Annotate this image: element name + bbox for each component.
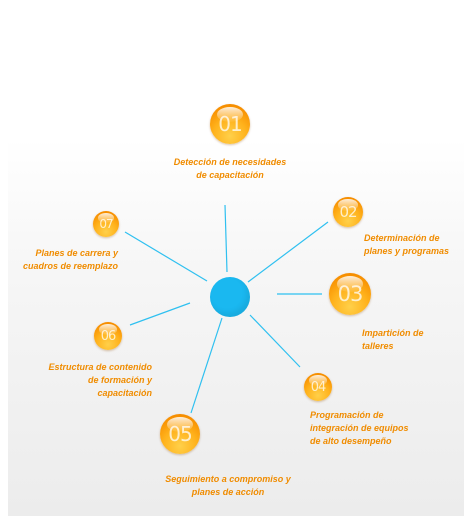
step-badge-02: 02 <box>333 197 363 227</box>
step-number-06: 06 <box>100 328 117 344</box>
step-label-01: Detección de necesidades de capacitación <box>173 157 287 180</box>
step-number-03: 03 <box>337 282 364 306</box>
step-label-04: Programación de integración de equipos d… <box>310 410 409 446</box>
step-badge-04: 04 <box>304 373 332 401</box>
step-number-04: 04 <box>310 379 327 395</box>
step-badge-01: 01 <box>210 104 250 144</box>
connector-02 <box>247 221 329 283</box>
connector-05 <box>190 317 223 414</box>
step-label-06: Estructura de contenido de formación y c… <box>48 362 152 398</box>
connector-04 <box>249 314 301 368</box>
connector-01 <box>224 204 228 273</box>
step-badge-05: 05 <box>160 414 200 454</box>
step-label-07: Planes de carrera y cuadros de reemplazo <box>22 248 118 271</box>
step-number-02: 02 <box>339 203 357 221</box>
connector-06 <box>129 302 191 326</box>
step-number-07: 07 <box>99 217 113 231</box>
step-number-05: 05 <box>168 422 192 446</box>
step-number-01: 01 <box>218 112 242 136</box>
center-hub <box>210 277 250 317</box>
background-panel <box>8 138 464 516</box>
step-label-03: Impartición de talleres <box>362 328 424 351</box>
step-label-05: Seguimiento a compromiso y planes de acc… <box>165 474 291 497</box>
connector-07 <box>124 231 208 282</box>
step-badge-06: 06 <box>94 322 122 350</box>
step-badge-03: 03 <box>329 273 371 315</box>
step-label-02: Determinación de planes y programas <box>364 233 450 256</box>
step-badge-07: 07 <box>93 211 119 237</box>
